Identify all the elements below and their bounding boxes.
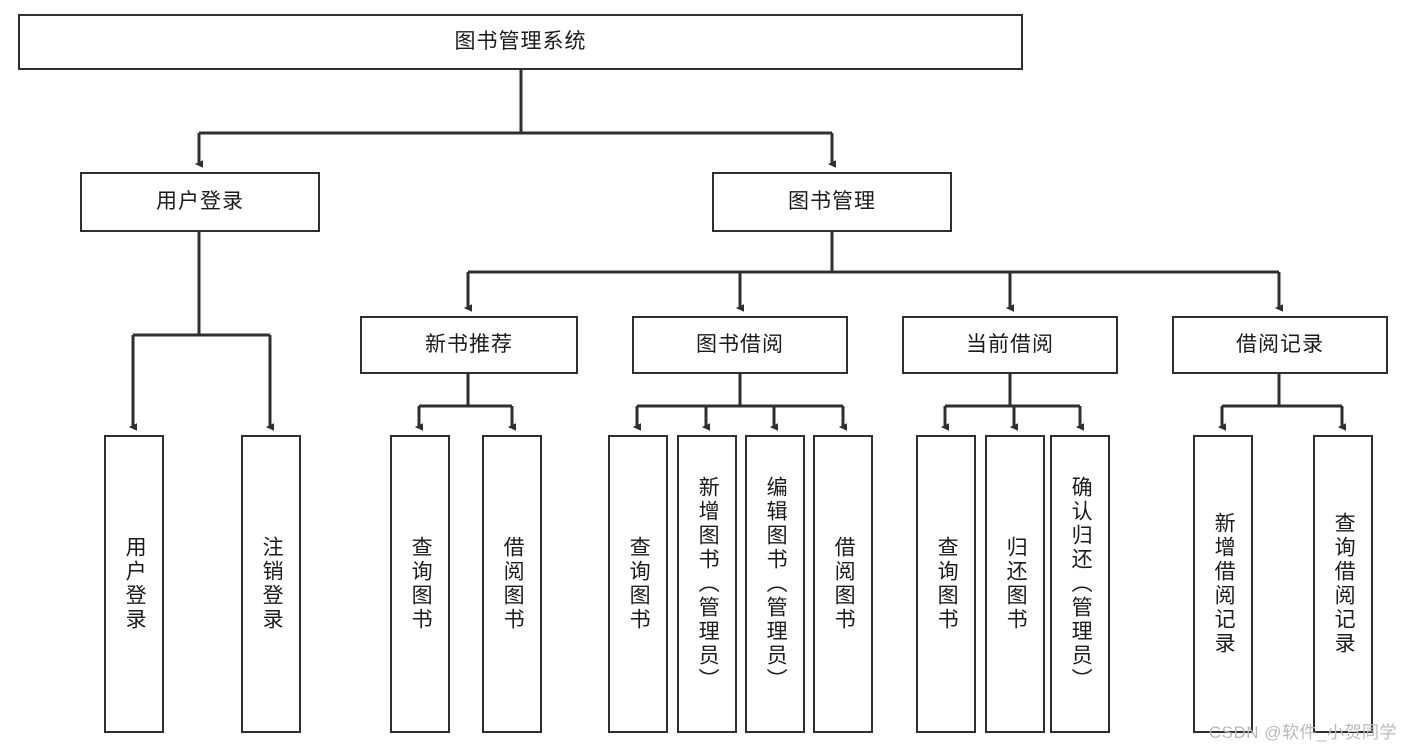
node-label: 查询图书 xyxy=(409,536,433,632)
node-leaf-query-book-current[interactable]: 查询图书 xyxy=(916,435,976,733)
node-current-borrow[interactable]: 当前借阅 xyxy=(902,316,1118,374)
node-label: 新书推荐 xyxy=(425,333,513,357)
node-label: 图书借阅 xyxy=(696,333,784,357)
node-label: 编辑图书（管理员） xyxy=(764,476,788,692)
node-label: 确认归还（管理员） xyxy=(1069,476,1093,692)
node-label: 查询借阅记录 xyxy=(1332,512,1356,656)
node-label: 用户登录 xyxy=(156,190,244,214)
node-label: 查询图书 xyxy=(627,536,651,632)
node-user-login[interactable]: 用户登录 xyxy=(80,172,320,232)
node-label: 新增图书（管理员） xyxy=(696,476,720,692)
node-label: 注销登录 xyxy=(260,536,284,632)
node-leaf-logout[interactable]: 注销登录 xyxy=(241,435,301,733)
node-label: 查询图书 xyxy=(935,536,959,632)
node-leaf-confirm-return-admin[interactable]: 确认归还（管理员） xyxy=(1050,435,1110,733)
node-label: 借阅图书 xyxy=(501,536,525,632)
node-leaf-query-book-recommend[interactable]: 查询图书 xyxy=(390,435,450,733)
node-borrow-record[interactable]: 借阅记录 xyxy=(1172,316,1388,374)
node-label: 图书管理 xyxy=(788,190,876,214)
node-label: 借阅图书 xyxy=(832,536,856,632)
node-leaf-query-book-borrow[interactable]: 查询图书 xyxy=(608,435,668,733)
node-book-management[interactable]: 图书管理 xyxy=(712,172,952,232)
node-leaf-borrow-book-recommend[interactable]: 借阅图书 xyxy=(482,435,542,733)
node-leaf-edit-book-admin[interactable]: 编辑图书（管理员） xyxy=(745,435,805,733)
node-leaf-user-login[interactable]: 用户登录 xyxy=(104,435,164,733)
node-label: 用户登录 xyxy=(123,536,147,632)
node-book-borrow[interactable]: 图书借阅 xyxy=(632,316,848,374)
node-root-book-management-system[interactable]: 图书管理系统 xyxy=(18,14,1023,70)
node-label: 图书管理系统 xyxy=(454,30,587,54)
node-label: 归还图书 xyxy=(1004,536,1028,632)
node-leaf-add-borrow-record[interactable]: 新增借阅记录 xyxy=(1193,435,1253,733)
node-label: 借阅记录 xyxy=(1236,333,1324,357)
node-label: 新增借阅记录 xyxy=(1212,512,1236,656)
node-leaf-return-book[interactable]: 归还图书 xyxy=(985,435,1045,733)
node-leaf-borrow-book[interactable]: 借阅图书 xyxy=(813,435,873,733)
watermark: CSDN @软件_小贺同学 xyxy=(1208,723,1397,742)
node-leaf-add-book-admin[interactable]: 新增图书（管理员） xyxy=(677,435,737,733)
node-new-book-recommend[interactable]: 新书推荐 xyxy=(360,316,578,374)
node-leaf-query-borrow-record[interactable]: 查询借阅记录 xyxy=(1313,435,1373,733)
node-label: 当前借阅 xyxy=(966,333,1054,357)
